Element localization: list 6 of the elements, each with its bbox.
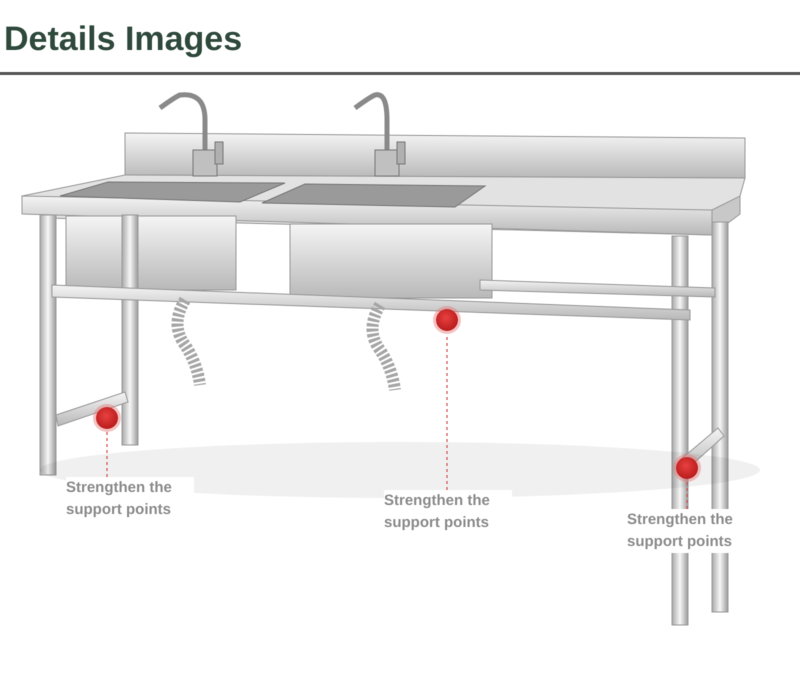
- page-heading: Details Images: [4, 20, 242, 59]
- leader-line: [686, 482, 688, 509]
- leader-line: [106, 432, 108, 477]
- leader-line: [446, 334, 448, 490]
- marker-dot: [436, 309, 458, 331]
- marker-dot: [96, 407, 118, 429]
